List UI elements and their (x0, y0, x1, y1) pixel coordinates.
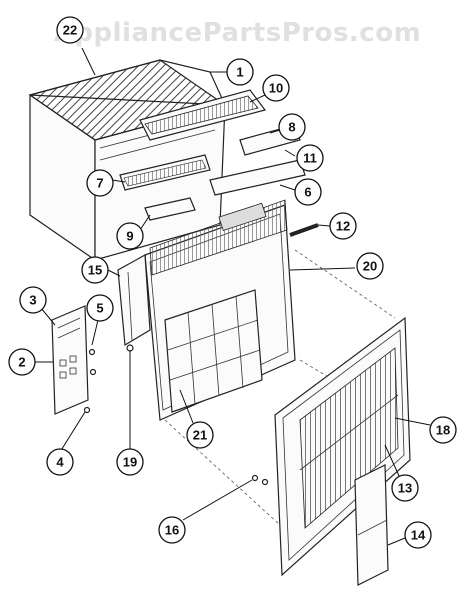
callout-4: 4 (46, 448, 74, 476)
svg-text:3: 3 (29, 293, 36, 308)
callout-20: 20 (356, 252, 384, 280)
svg-text:20: 20 (363, 259, 377, 274)
svg-text:11: 11 (303, 151, 317, 166)
filter-panel (354, 464, 389, 586)
callout-11: 11 (296, 144, 324, 172)
callout-16: 16 (158, 516, 186, 544)
callout-18: 18 (429, 416, 457, 444)
svg-text:14: 14 (411, 528, 426, 543)
callout-13: 13 (391, 474, 419, 502)
callout-15: 15 (81, 256, 109, 284)
front-grille (274, 316, 411, 577)
svg-text:2: 2 (18, 355, 25, 370)
leader-lines (35, 47, 431, 546)
control-bracket-assembly (119, 89, 306, 221)
svg-text:12: 12 (336, 219, 350, 234)
svg-text:13: 13 (398, 481, 412, 496)
control-panel-cover (51, 305, 89, 415)
svg-text:1: 1 (236, 65, 243, 80)
svg-text:4: 4 (56, 455, 64, 470)
callout-9: 9 (116, 222, 144, 250)
svg-text:21: 21 (193, 428, 207, 443)
svg-text:6: 6 (304, 185, 311, 200)
svg-text:8: 8 (288, 120, 295, 135)
svg-text:5: 5 (96, 301, 103, 316)
screws (83, 348, 269, 486)
watermark: AppliancePartsPros.com (53, 18, 422, 48)
svg-text:18: 18 (436, 423, 450, 438)
side-bracket (117, 254, 151, 352)
svg-text:10: 10 (269, 81, 283, 96)
svg-text:22: 22 (63, 23, 77, 38)
shaft-rod (289, 223, 319, 237)
callout-6: 6 (294, 178, 322, 206)
callout-22: 22 (56, 16, 84, 44)
callout-5: 5 (86, 294, 114, 322)
callout-8: 8 (278, 113, 306, 141)
callout-10: 10 (262, 74, 290, 102)
callout-19: 19 (116, 448, 144, 476)
svg-text:9: 9 (126, 229, 133, 244)
svg-text:15: 15 (88, 263, 102, 278)
callout-3: 3 (19, 286, 47, 314)
svg-text:7: 7 (96, 176, 103, 191)
svg-text:19: 19 (123, 455, 137, 470)
callout-7: 7 (86, 169, 114, 197)
front-frame (144, 199, 296, 421)
callout-12: 12 (329, 212, 357, 240)
callout-21: 21 (186, 421, 214, 449)
callout-1: 1 (226, 58, 254, 86)
svg-text:16: 16 (165, 523, 179, 538)
callout-14: 14 (404, 521, 432, 549)
callout-2: 2 (8, 348, 36, 376)
